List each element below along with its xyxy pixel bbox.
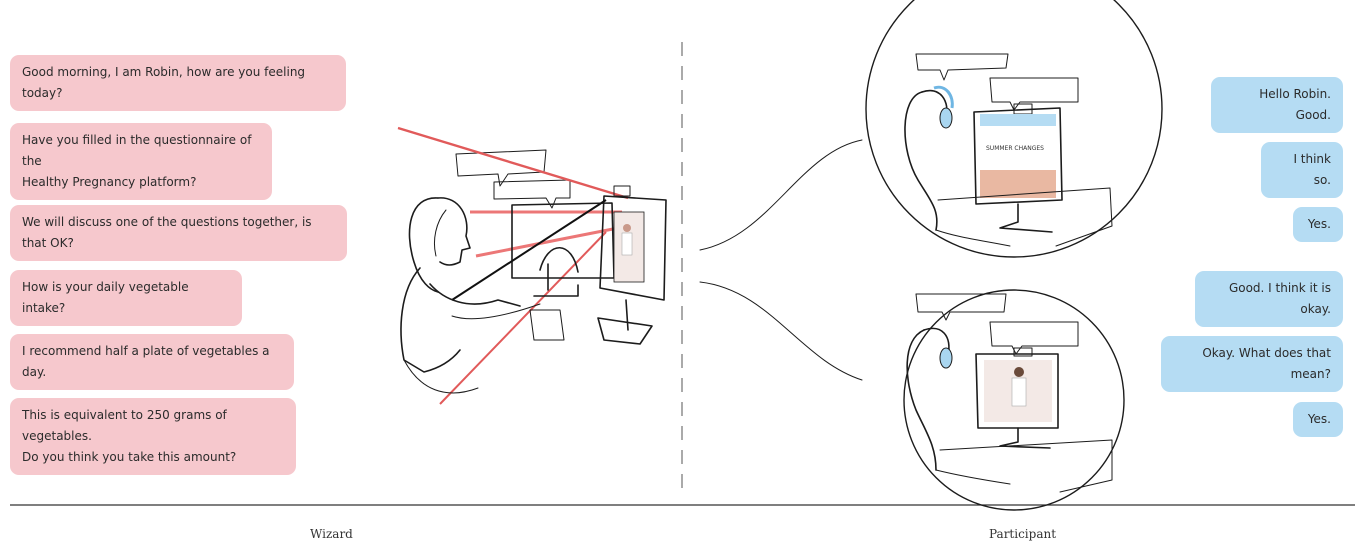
speech-bubble-blue-icon: [916, 294, 1006, 320]
speech-bubble-red-icon: [990, 78, 1078, 110]
participant-label: Participant: [989, 527, 1056, 541]
headphones-icon: [940, 108, 952, 128]
wizard-sketch: [398, 128, 666, 404]
speech-bubble-red-icon: [990, 322, 1078, 354]
headphones-icon: [940, 348, 952, 368]
participant-sketch: SUMMER CHANGES: [700, 0, 1162, 510]
screen-title: SUMMER CHANGES: [986, 145, 1044, 152]
speech-bubble-blue-icon: [916, 54, 1008, 80]
wizard-label: Wizard: [310, 527, 353, 541]
